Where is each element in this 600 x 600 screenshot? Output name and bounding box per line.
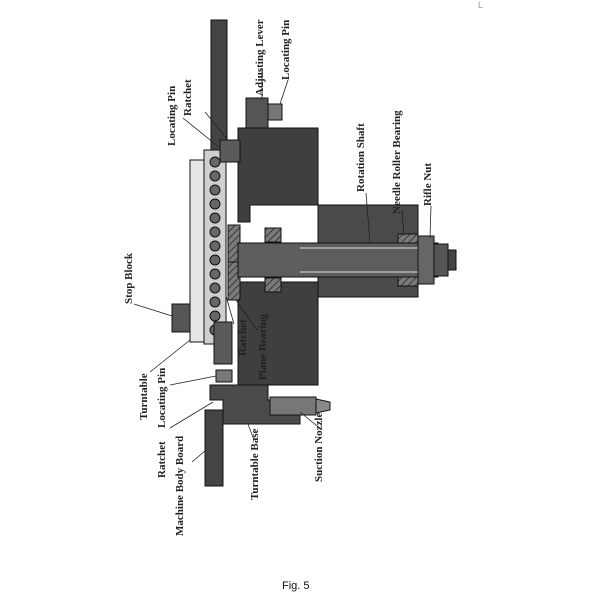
label-turntable-base: Turntable Base [249,428,261,500]
label-ratchet-bottom: Ratchet [156,441,168,478]
needle-bearing-b [264,277,282,293]
label-turntable: Turntable [138,373,150,420]
ratchet-teeth [209,156,221,336]
stop-block [171,303,191,333]
label-rotation-shaft: Rotation Shaft [355,123,367,192]
leader-lines [133,68,432,463]
corner-mark: L [478,0,484,10]
ratchet-top-piece [219,139,241,163]
label-plane-bearing: Plane Bearing [257,313,269,380]
needle-bearing-a [264,227,282,243]
machine-body-board-bottom [204,409,224,487]
locating-pin-bottom [215,369,233,383]
figure-caption: Fig. 5 [282,580,310,592]
shaft-end [447,249,457,271]
upper-housing [237,127,319,223]
label-ratchet-mid: Ratchet [237,319,249,356]
label-machine-body-board: Machine Body Board [174,435,186,536]
suction-nozzle-tip [315,398,331,414]
ratchet-lower-piece [213,321,233,365]
label-adjusting-lever: Adjusting Lever [254,19,266,96]
label-stop-block: Stop Block [123,252,135,304]
lower-housing [237,281,319,401]
locating-pin-top [267,103,283,121]
label-locating-pin-bottom: Locating Pin [156,367,168,428]
machine-body-board-top [210,19,228,151]
plane-bearing-bottom [227,261,241,301]
label-ratchet-top: Ratchet [182,79,194,116]
label-needle-roller-bearing: Needle Roller Bearing [391,110,403,214]
label-rifle-nut: Rifle Nut [422,162,434,206]
label-locating-pin-top-right: Locating Pin [280,19,292,80]
label-locating-pin-top-left: Locating Pin [166,85,178,146]
rifle-nut [417,235,435,285]
rifle-nut-cap [433,243,449,277]
turntable-disc [189,159,205,343]
suction-nozzle-body [269,396,317,416]
label-suction-nozzle: Suction Nozzle [313,412,325,482]
